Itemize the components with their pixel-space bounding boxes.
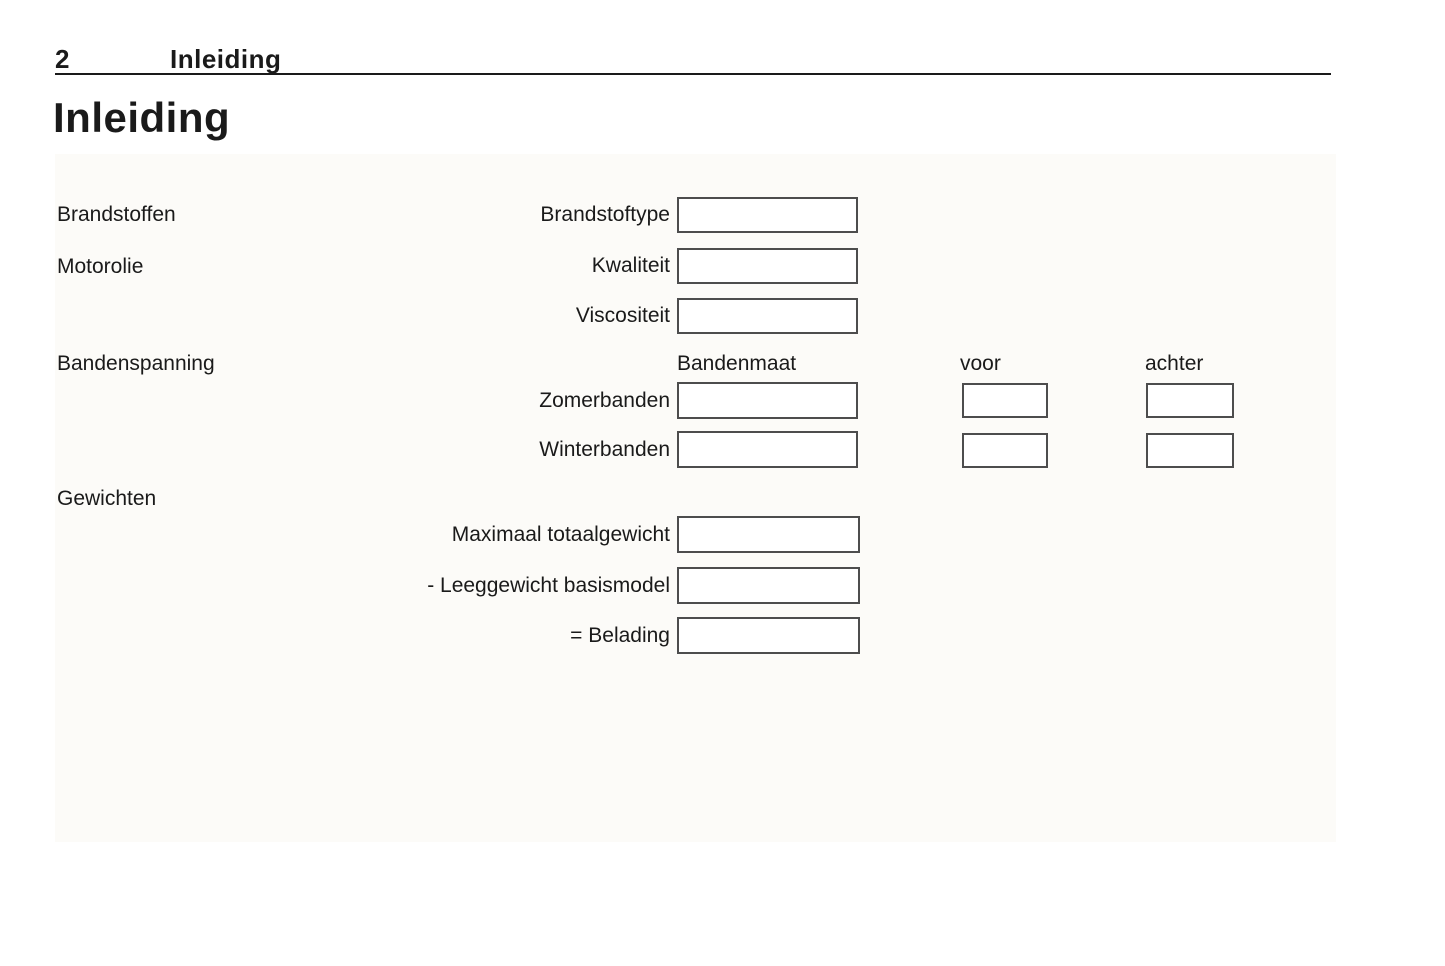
- kwaliteit-input[interactable]: [677, 248, 858, 284]
- field-label-belading: = Belading: [570, 624, 670, 647]
- field-label-kwaliteit: Kwaliteit: [591, 254, 670, 277]
- page-number: 2: [55, 44, 70, 74]
- section-label-gewichten: Gewichten: [57, 487, 157, 510]
- maximaal-totaalgewicht-input[interactable]: [677, 516, 860, 553]
- viscositeit-input[interactable]: [677, 298, 858, 334]
- column-header-voor: voor: [960, 352, 1001, 375]
- column-header-achter: achter: [1145, 352, 1204, 375]
- field-label-leeggewicht-basismodel: - Leeggewicht basismodel: [427, 574, 670, 597]
- row-label-zomerbanden: Zomerbanden: [539, 389, 670, 412]
- winterbanden-maat-input[interactable]: [677, 431, 858, 468]
- page-title: Inleiding: [53, 94, 231, 141]
- leeggewicht-basismodel-input[interactable]: [677, 567, 860, 604]
- field-label-brandstoftype: Brandstoftype: [540, 203, 670, 226]
- zomerbanden-maat-input[interactable]: [677, 382, 858, 419]
- zomerbanden-voor-input[interactable]: [962, 383, 1048, 418]
- brandstoftype-input[interactable]: [677, 197, 858, 233]
- belading-input[interactable]: [677, 617, 860, 654]
- row-label-winterbanden: Winterbanden: [539, 438, 670, 461]
- winterbanden-achter-input[interactable]: [1146, 433, 1234, 468]
- zomerbanden-achter-input[interactable]: [1146, 383, 1234, 418]
- field-label-maximaal-totaalgewicht: Maximaal totaalgewicht: [451, 523, 670, 546]
- winterbanden-voor-input[interactable]: [962, 433, 1048, 468]
- section-label-motorolie: Motorolie: [57, 255, 144, 278]
- field-label-viscositeit: Viscositeit: [575, 304, 670, 327]
- running-header-title: Inleiding: [170, 44, 282, 74]
- header-rule: [55, 73, 1331, 75]
- section-label-bandenspanning: Bandenspanning: [57, 352, 215, 375]
- section-label-brandstoffen: Brandstoffen: [57, 203, 176, 226]
- column-header-bandenmaat: Bandenmaat: [677, 352, 797, 375]
